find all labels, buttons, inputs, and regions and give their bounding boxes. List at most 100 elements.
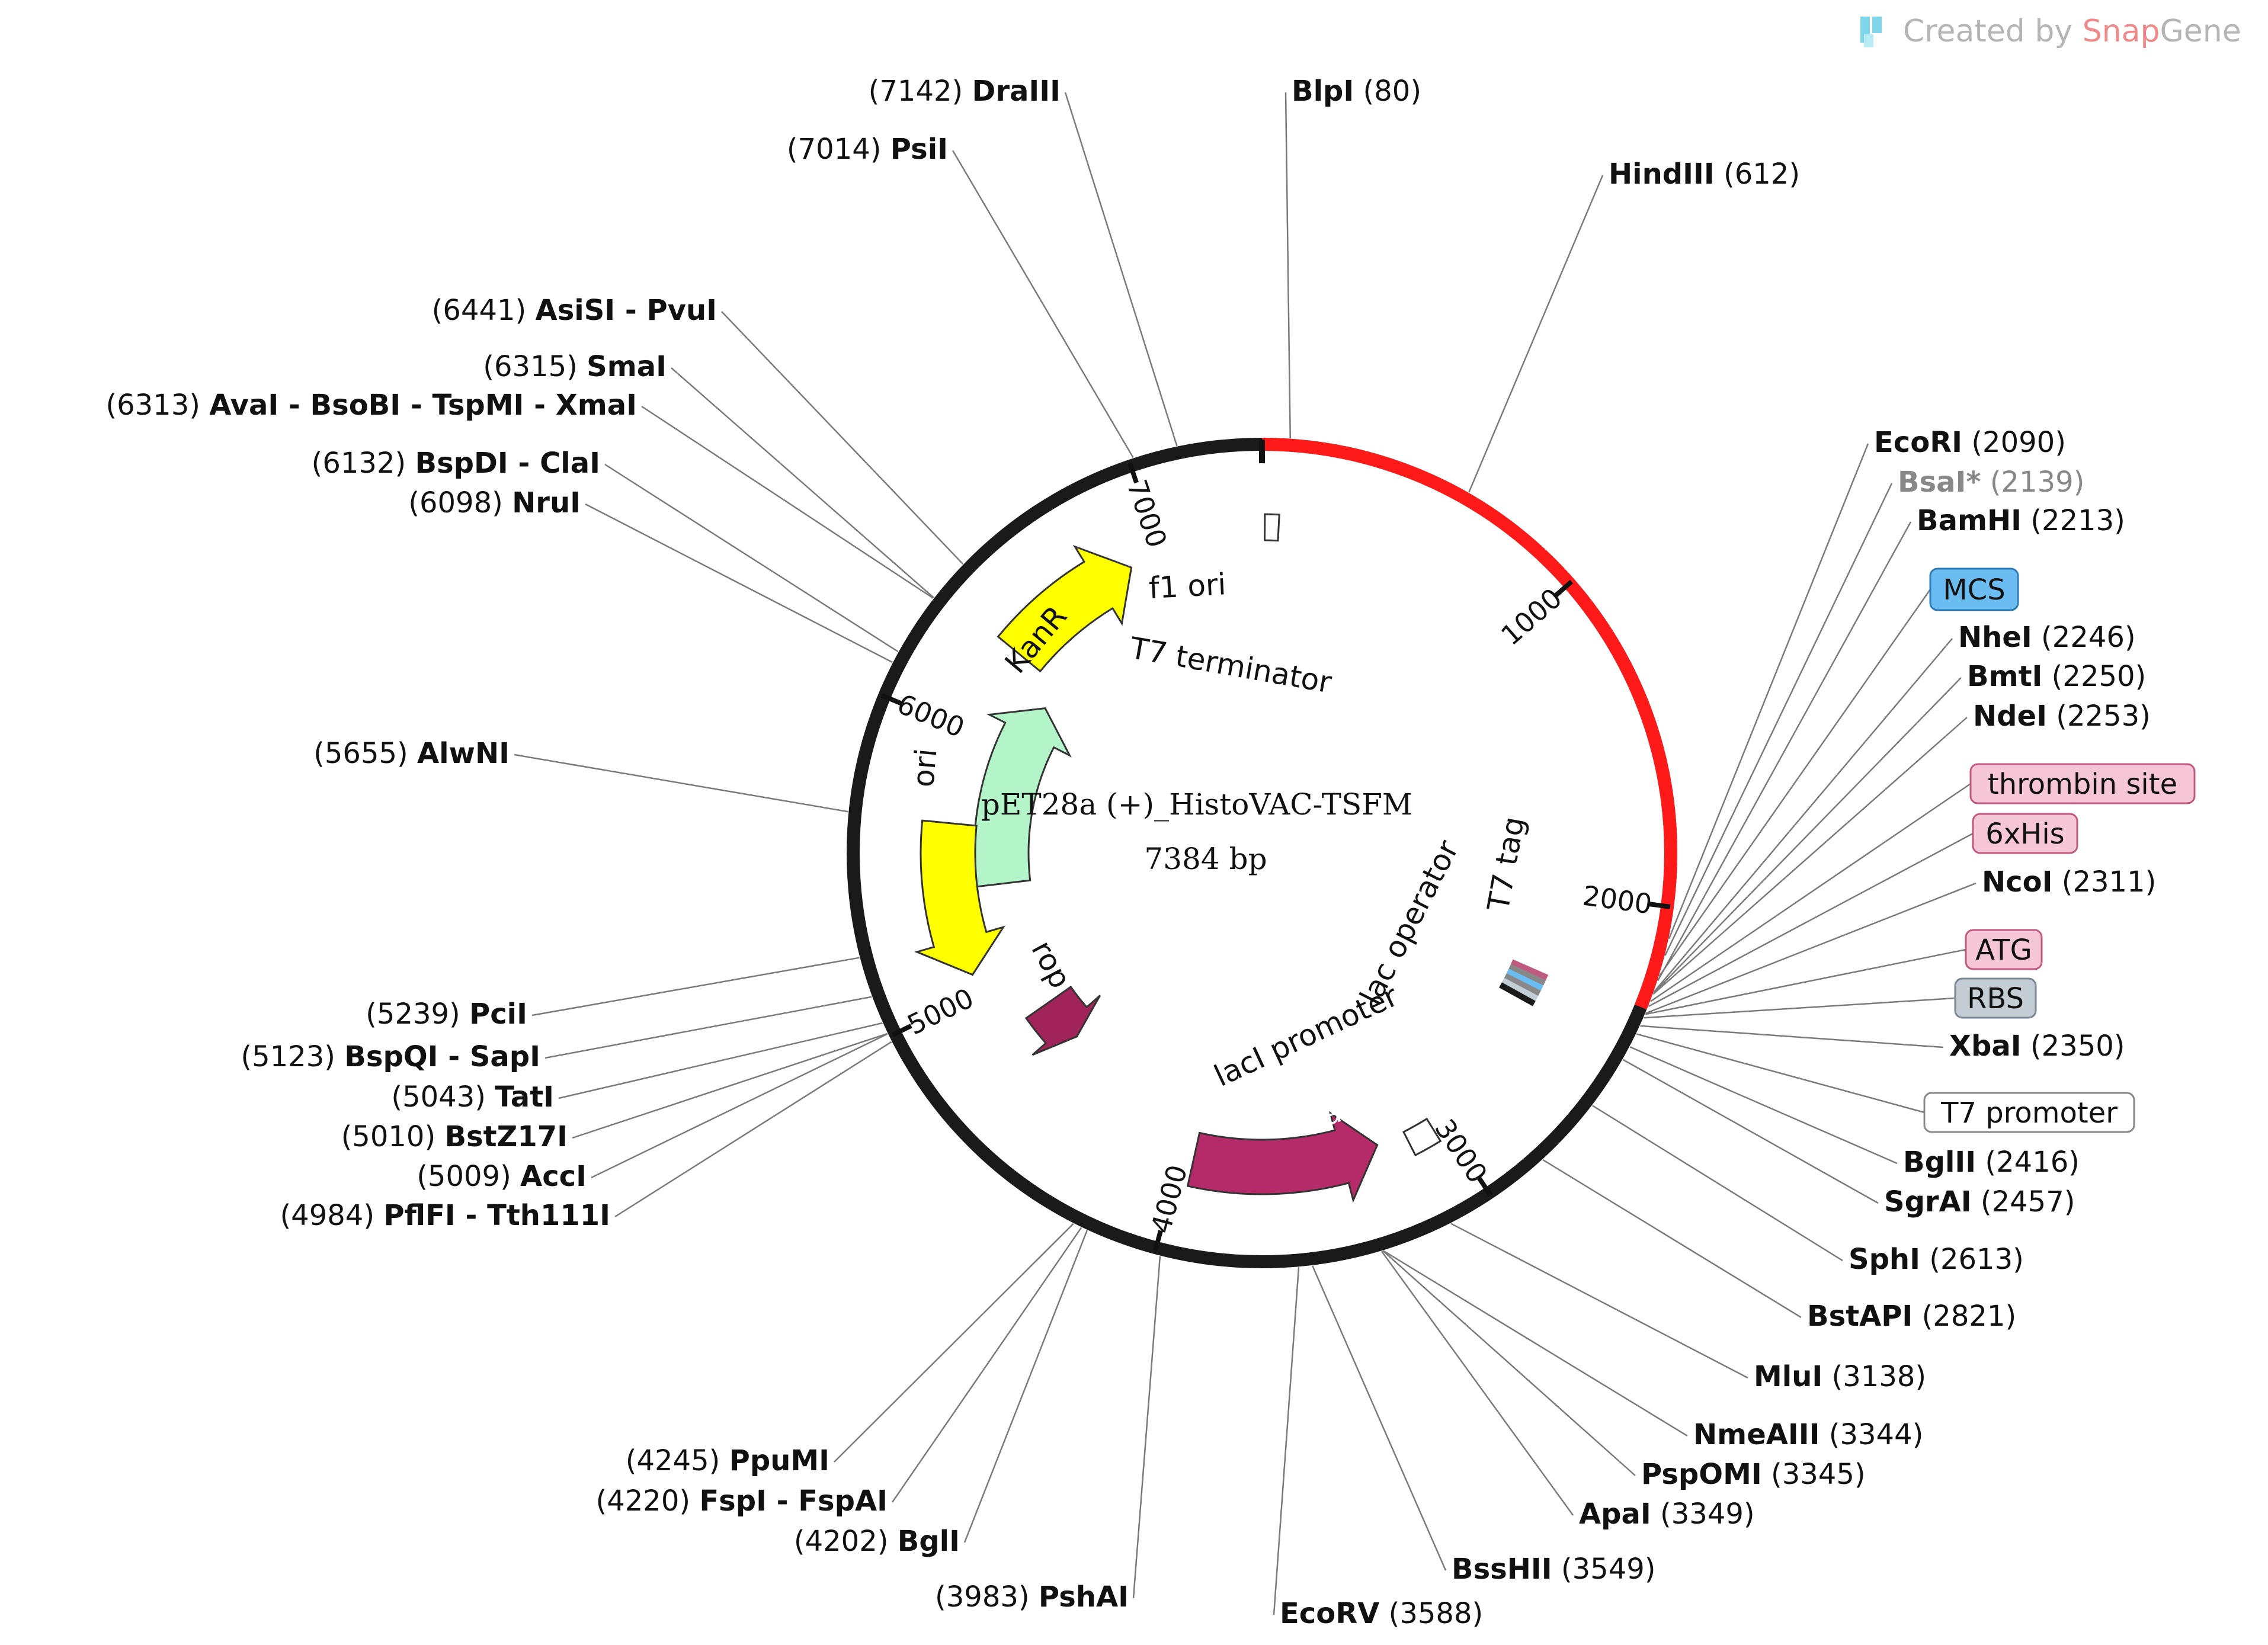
box-leader — [1645, 948, 1966, 1015]
mcs-stripe — [1501, 977, 1539, 1001]
site-leader — [1653, 677, 1962, 994]
tick-mark — [1649, 902, 1671, 909]
label-f1-ori: f1 ori — [1148, 567, 1227, 605]
site-asisi-pvui: (6441) AsiSI - PvuI — [432, 294, 717, 327]
site-leader — [952, 150, 1134, 458]
site-leader — [1380, 1250, 1574, 1516]
mcs-stripe — [1506, 969, 1544, 991]
site-leader — [1064, 92, 1178, 447]
site-leader — [544, 996, 872, 1059]
site-bgli: (4202) BglI — [794, 1525, 960, 1558]
site-leader — [604, 463, 899, 653]
feature-ori — [914, 819, 1006, 976]
site-psii: (7014) PsiI — [787, 133, 948, 166]
feature-box-6xhis: 6xHis — [1972, 813, 2078, 854]
site-nrui: (6098) NruI — [408, 486, 581, 520]
site-ndei: NdeI (2253) — [1973, 700, 2151, 733]
site-leader — [1273, 1267, 1300, 1615]
site-apai: ApaI (3349) — [1579, 1498, 1755, 1531]
site-leader — [1542, 1159, 1802, 1319]
mcs-stripe — [1504, 973, 1541, 996]
label-laci: lacI — [1310, 1086, 1369, 1135]
site-xbai: XbaI (2350) — [1949, 1030, 2125, 1063]
site-ncoi: NcoI (2311) — [1982, 865, 2156, 899]
svg-text:6xHis: 6xHis — [1985, 817, 2064, 851]
site-bglii: BglII (2416) — [1903, 1146, 2080, 1179]
label-t7-tag: T7 tag — [1481, 814, 1532, 914]
site-avai-bsobi-tspmi-xmai: (6313) AvaI - BsoBI - TspMI - XmaI — [105, 389, 637, 422]
site-leader — [585, 503, 893, 663]
feature-laci-promoter — [1402, 1117, 1442, 1157]
box-leader — [1650, 783, 1971, 1002]
tick-mark — [1477, 1176, 1493, 1197]
tick-label: 3000 — [1428, 1113, 1494, 1188]
site-leader — [531, 957, 860, 1016]
snapgene-watermark: Created by SnapGene — [1860, 14, 2241, 49]
snapgene-logo-icon — [1860, 17, 1882, 47]
mcs-stripe — [1508, 964, 1546, 986]
tick-mark — [1127, 462, 1139, 484]
site-leader — [1629, 1046, 1898, 1165]
site-ecori: EcoRI (2090) — [1874, 426, 2066, 459]
svg-text:RBS: RBS — [1967, 982, 2024, 1015]
site-leader — [572, 1032, 888, 1139]
site-leader — [1284, 92, 1292, 438]
site-blpi: BlpI (80) — [1292, 75, 1421, 108]
site-nmeaiii: NmeAIII (3344) — [1693, 1418, 1923, 1451]
site-pcii: (5239) PciI — [366, 998, 527, 1031]
site-pspomi: PspOMI (3345) — [1641, 1458, 1866, 1491]
svg-text:thrombin site: thrombin site — [1988, 768, 2177, 801]
svg-text:Created by SnapGene: Created by SnapGene — [1903, 14, 2241, 49]
site-leader — [1622, 1059, 1879, 1204]
leader-lines — [514, 92, 1977, 1615]
tick-mark — [891, 1024, 912, 1037]
watermark-prefix: Created by — [1903, 14, 2083, 49]
site-ecorv: EcoRV (3588) — [1280, 1597, 1483, 1630]
site-leader — [1657, 521, 1912, 982]
watermark-brand-snap: Snap — [2083, 14, 2160, 49]
site-bstapi: BstAPI (2821) — [1807, 1300, 2016, 1333]
feature-box-mcs: MCS — [1929, 567, 2019, 611]
site-bsshii: BssHII (3549) — [1452, 1553, 1656, 1586]
tick-mark — [1554, 579, 1574, 597]
label-ori: ori — [906, 747, 943, 788]
site-leader — [891, 1227, 1082, 1503]
feature-f1-ori — [997, 544, 1133, 673]
svg-text:T7 promoter: T7 promoter — [1940, 1096, 2118, 1130]
feature-box-atg: ATG — [1965, 929, 2043, 970]
site-ppumi: (4245) PpuMI — [626, 1444, 829, 1477]
site-mlui: MluI (3138) — [1754, 1360, 1926, 1393]
site-leader — [1450, 1223, 1748, 1379]
svg-text:MCS: MCS — [1943, 573, 2005, 607]
tick-label: 4000 — [1145, 1162, 1193, 1237]
site-leader — [671, 367, 934, 598]
site-fspi-fspai: (4220) FspI - FspAI — [595, 1484, 888, 1518]
insert-region-arc — [1261, 438, 1677, 1010]
site-acci: (5009) AccI — [417, 1160, 587, 1193]
label-lac-operator: lac operator — [1353, 835, 1465, 1011]
feature-t7-terminator — [1263, 513, 1280, 542]
site-leader — [1640, 1025, 1944, 1048]
site-alwni: (5655) AlwNI — [313, 737, 510, 770]
feature-box-rbs: RBS — [1954, 977, 2037, 1019]
site-pshai: (3983) PshAI — [935, 1580, 1129, 1614]
site-nhei: NheI (2246) — [1958, 621, 2136, 654]
mcs-stripe — [1510, 959, 1549, 980]
site-bmti: BmtI (2250) — [1967, 660, 2146, 693]
box-leader — [1648, 832, 1974, 1008]
site-leader — [1383, 1250, 1688, 1437]
tick-mark — [880, 693, 902, 706]
site-leader — [1592, 1105, 1843, 1262]
plasmid-name: pET28a (+)_HistoVAC-TSFM — [981, 787, 1412, 822]
tick-mark — [1153, 1230, 1163, 1252]
site-leader — [558, 1022, 883, 1099]
site-pflfi-tth111i: (4984) PflFI - Tth111I — [280, 1199, 610, 1232]
tick-label: 2000 — [1581, 880, 1654, 921]
tick-label: 5000 — [902, 982, 979, 1041]
site-smai: (6315) SmaI — [483, 350, 667, 383]
site-leader — [591, 1033, 888, 1179]
site-sgrai: SgrAI (2457) — [1884, 1185, 2075, 1218]
site-leader — [614, 1041, 892, 1218]
